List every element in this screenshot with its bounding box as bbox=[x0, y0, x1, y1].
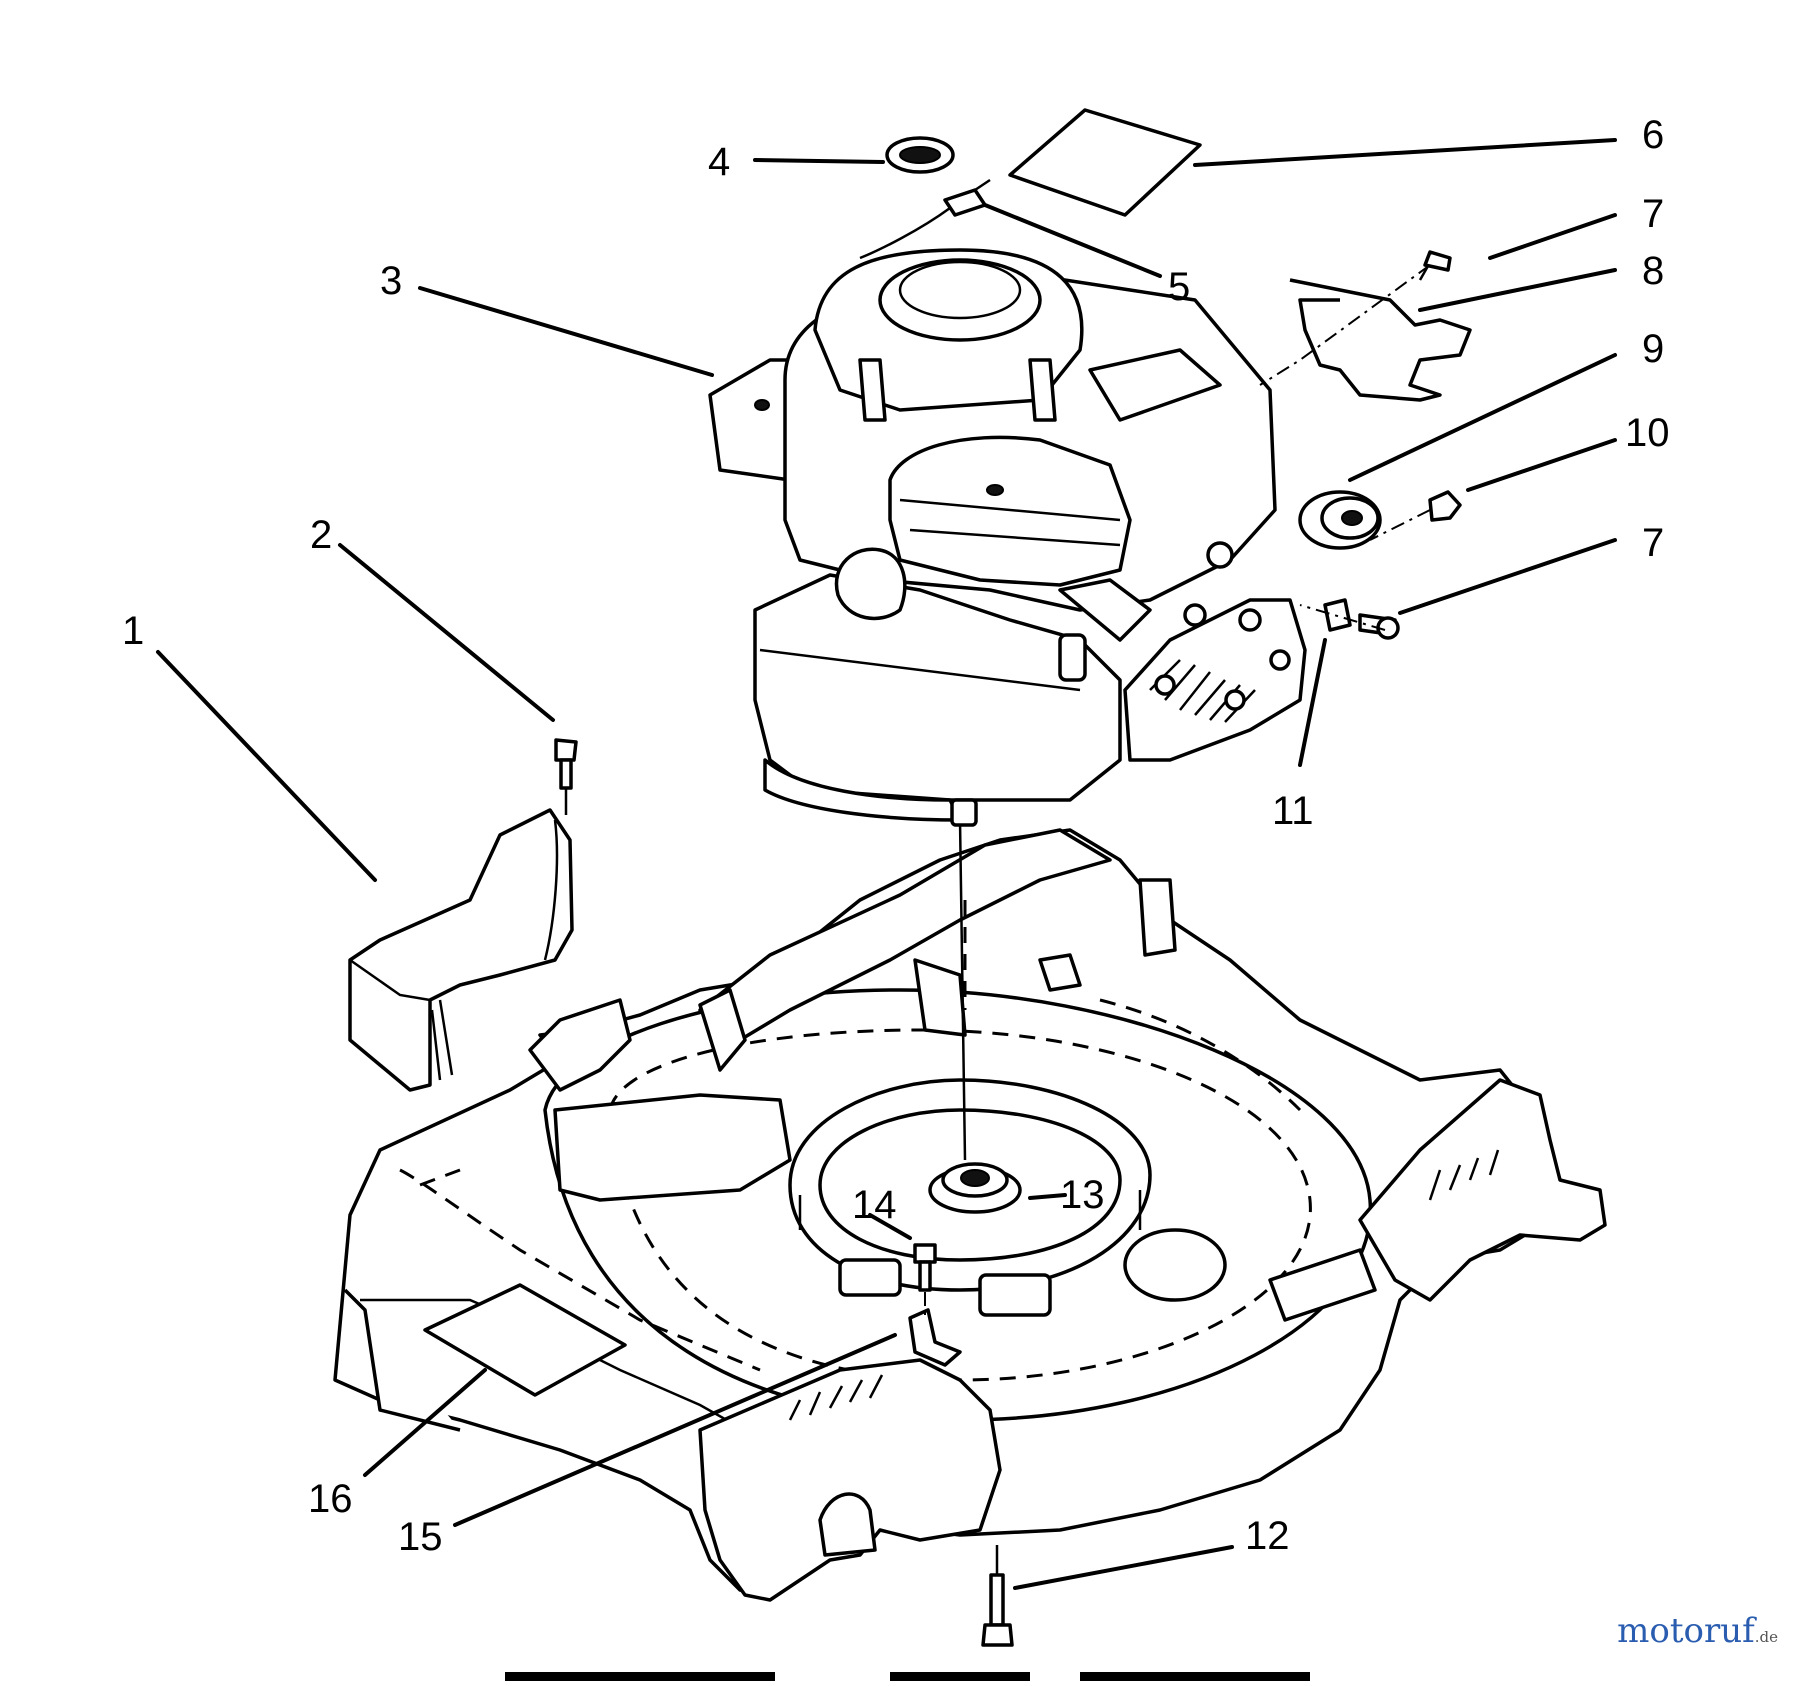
callout-6: 6 bbox=[1642, 113, 1664, 157]
callout-1: 1 bbox=[122, 609, 144, 653]
callout-3: 3 bbox=[380, 259, 402, 303]
part-7b-screw bbox=[1358, 613, 1400, 640]
callout-7b: 7 bbox=[1642, 521, 1664, 565]
callout-2: 2 bbox=[310, 513, 332, 557]
part-14-screw bbox=[913, 1243, 937, 1292]
callout-12: 12 bbox=[1245, 1514, 1290, 1558]
part-9-spool bbox=[1298, 490, 1382, 550]
blade-adapter bbox=[928, 1162, 1022, 1214]
watermark-logo: motoruf.de bbox=[1617, 1611, 1778, 1651]
part-7-screw-top bbox=[1418, 250, 1452, 281]
callout-8: 8 bbox=[1642, 249, 1664, 293]
cropped-heading-fragment bbox=[505, 1672, 1310, 1681]
watermark-name: motoruf bbox=[1617, 1611, 1755, 1651]
mower-deck-housing bbox=[333, 828, 1607, 1602]
callout-7a: 7 bbox=[1642, 192, 1664, 236]
leader-lines bbox=[156, 138, 1617, 1590]
crankshaft-center-line bbox=[958, 819, 967, 1161]
part-10-nut bbox=[1369, 490, 1462, 541]
callout-5: 5 bbox=[1168, 265, 1190, 309]
part-8-bracket bbox=[1289, 278, 1472, 402]
part-4-name-plate bbox=[885, 136, 955, 174]
part-2-screw bbox=[554, 738, 578, 815]
callout-10: 10 bbox=[1625, 411, 1670, 455]
part-6-decal bbox=[1008, 108, 1202, 217]
callout-16: 16 bbox=[308, 1477, 353, 1521]
callout-labels: 1 2 3 4 5 6 7 8 9 10 7 11 12 13 14 15 16 bbox=[122, 113, 1670, 1559]
callout-14: 14 bbox=[852, 1183, 897, 1227]
callout-15: 15 bbox=[398, 1515, 443, 1559]
part-12-bolt bbox=[981, 1545, 1014, 1647]
part-1-shield bbox=[348, 808, 574, 1092]
part-5-spring bbox=[859, 178, 991, 260]
callout-11: 11 bbox=[1272, 789, 1314, 833]
callout-9: 9 bbox=[1642, 327, 1664, 371]
callout-13: 13 bbox=[1060, 1173, 1105, 1217]
watermark-tld: .de bbox=[1754, 1628, 1778, 1646]
engine bbox=[708, 248, 1307, 827]
callout-4: 4 bbox=[708, 140, 730, 184]
part-15-clip bbox=[908, 1308, 962, 1367]
